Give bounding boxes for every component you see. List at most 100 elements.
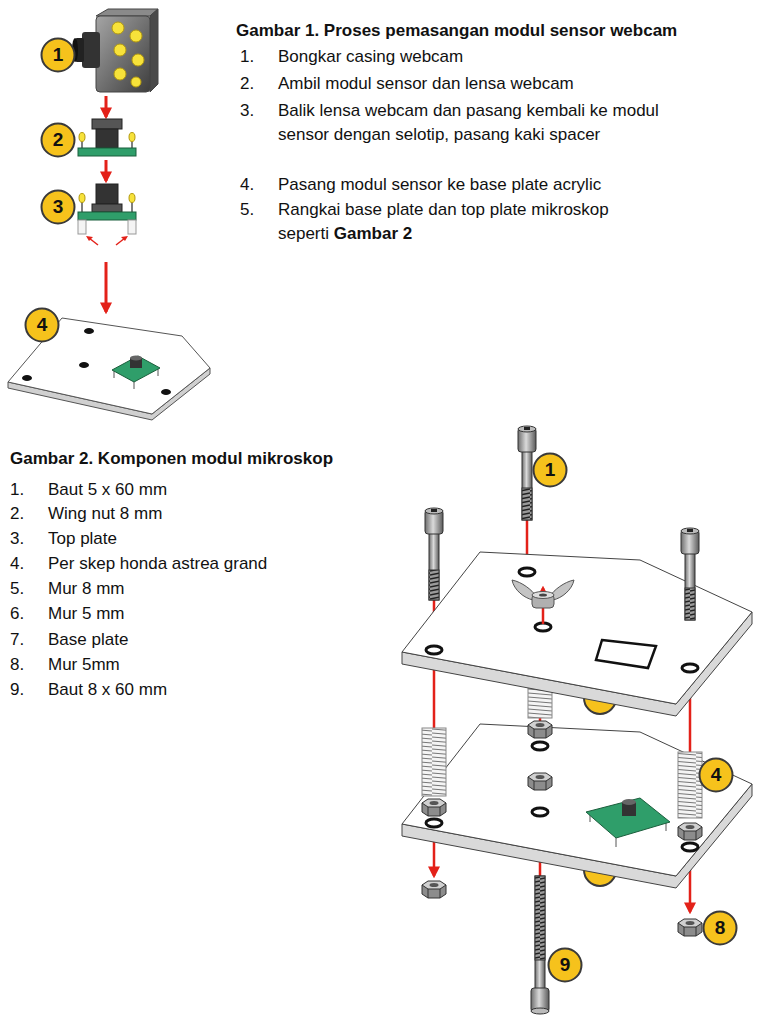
sensor-module bbox=[586, 798, 670, 847]
spring bbox=[528, 688, 552, 718]
list-number: 4. bbox=[240, 175, 254, 194]
bolt-5x60 bbox=[681, 528, 699, 620]
sensor-module bbox=[616, 838, 617, 847]
list-number: 1. bbox=[10, 480, 24, 499]
label-line: Base plate bbox=[48, 628, 388, 652]
sensor-module-flipped bbox=[79, 194, 85, 203]
step-arrow bbox=[105, 262, 108, 312]
label-line: Top plate bbox=[48, 527, 388, 551]
callout-number: 9 bbox=[560, 954, 571, 976]
label-line: Balik lensa webcam dan pasang kembali ke… bbox=[278, 99, 683, 147]
washer bbox=[682, 843, 698, 851]
label-line: 1. bbox=[10, 478, 46, 502]
list-number: 1. bbox=[240, 47, 254, 66]
webcam-illustration bbox=[114, 68, 126, 80]
webcam-illustration bbox=[96, 16, 150, 92]
washer bbox=[532, 808, 548, 816]
sensor-module-flipped bbox=[129, 194, 135, 203]
callout-circle-outline bbox=[534, 454, 567, 487]
label-line: 2. bbox=[240, 72, 274, 96]
label-line: Rangkai base plate dan top plate mikrosk… bbox=[278, 198, 683, 246]
list-number: 2. bbox=[10, 504, 24, 523]
callout-circle: 2 bbox=[40, 122, 76, 158]
list-item: Pasang modul sensor ke base plate acryli… bbox=[278, 175, 601, 194]
label-line: 7. bbox=[10, 628, 46, 652]
callout-circle-outline bbox=[704, 912, 737, 945]
sensor-module bbox=[79, 133, 85, 142]
label-line: 5. bbox=[10, 577, 46, 601]
callout-circle-outline bbox=[42, 124, 75, 157]
callout-circle: 1 bbox=[532, 452, 568, 488]
label-line: 5. bbox=[240, 198, 274, 222]
washer bbox=[426, 568, 698, 672]
list-item: Mur 5mm bbox=[48, 655, 120, 674]
sensor-module-flipped bbox=[78, 220, 86, 234]
sensor-module-flipped bbox=[81, 202, 83, 212]
base-plate bbox=[402, 724, 752, 876]
list-item: Per skep honda astrea grand bbox=[48, 554, 267, 573]
list-item: Mur 8 mm bbox=[48, 579, 125, 598]
list-number: 2. bbox=[240, 74, 254, 93]
webcam-illustration bbox=[132, 54, 144, 66]
base-plate-acrylic bbox=[22, 375, 32, 381]
sensor-module bbox=[129, 133, 135, 142]
figure-heading: Gambar 2. Komponen modul mikroskop bbox=[10, 449, 333, 468]
callout-number: 1 bbox=[53, 44, 64, 66]
list-item: Top plate bbox=[48, 529, 117, 548]
sensor-module bbox=[586, 798, 670, 838]
list-item: Mur 5 mm bbox=[48, 604, 125, 623]
label-line: Mur 5mm bbox=[48, 653, 388, 677]
sensor-module bbox=[78, 119, 136, 156]
bolt-5x60 bbox=[681, 528, 699, 534]
callout-circle-outline bbox=[26, 309, 59, 342]
callout-circle: 3 bbox=[40, 189, 76, 225]
washer bbox=[682, 664, 698, 672]
washer bbox=[519, 568, 535, 576]
bolt-5x60 bbox=[687, 529, 693, 532]
label-line: Pasang modul sensor ke base plate acryli… bbox=[278, 173, 683, 197]
callout-circle-outline bbox=[549, 949, 582, 982]
list-number: 7. bbox=[10, 630, 24, 649]
hex-nut bbox=[422, 721, 702, 936]
callout-number: 2 bbox=[53, 129, 64, 151]
list-item: Wing nut 8 mm bbox=[48, 504, 162, 523]
sensor-module bbox=[78, 148, 136, 156]
list-item: Ambil modul sensor dan lensa webcam bbox=[278, 74, 574, 93]
sensor-module bbox=[622, 799, 636, 805]
callout-number: 4 bbox=[37, 314, 48, 336]
callout-number: 3 bbox=[53, 196, 64, 218]
hex-nut bbox=[678, 823, 702, 840]
list-number: 3. bbox=[10, 529, 24, 548]
sensor-module bbox=[96, 129, 118, 148]
list-item: Bongkar casing webcam bbox=[278, 47, 463, 66]
washer bbox=[532, 742, 548, 750]
top-plate bbox=[596, 640, 656, 668]
base-plate-acrylic bbox=[112, 356, 160, 382]
callout-number: 8 bbox=[715, 917, 726, 939]
label-line: 3. bbox=[10, 527, 46, 551]
step-arrow bbox=[105, 160, 108, 181]
sensor-module-flipped bbox=[128, 220, 136, 234]
callout-circle-outline bbox=[42, 39, 75, 72]
callout-circle: 4 bbox=[24, 307, 60, 343]
base-plate-acrylic bbox=[158, 369, 159, 376]
label-line: Wing nut 8 mm bbox=[48, 502, 388, 526]
sensor-module bbox=[92, 119, 122, 129]
sensor-module-flipped bbox=[92, 204, 122, 212]
washer bbox=[426, 808, 698, 851]
callout-circle: 4 bbox=[698, 757, 734, 793]
list-item: Baut 8 x 60 mm bbox=[48, 680, 167, 699]
label-line: Gambar 2. Komponen modul mikroskop bbox=[10, 447, 410, 471]
bolt-5x60 bbox=[522, 450, 532, 520]
label-line: Mur 5 mm bbox=[48, 602, 388, 626]
sensor-module-flipped bbox=[131, 202, 133, 212]
bolt-5x60 bbox=[429, 570, 439, 600]
callout-circle: 1 bbox=[40, 37, 76, 73]
washer bbox=[426, 646, 442, 654]
label-line: Per skep honda astrea grand bbox=[48, 552, 388, 576]
bolt-8x60 bbox=[535, 876, 545, 990]
webcam-illustration bbox=[82, 32, 100, 68]
wing-nut bbox=[512, 580, 574, 608]
list-number: 8. bbox=[10, 655, 24, 674]
base-plate-acrylic bbox=[134, 382, 135, 389]
